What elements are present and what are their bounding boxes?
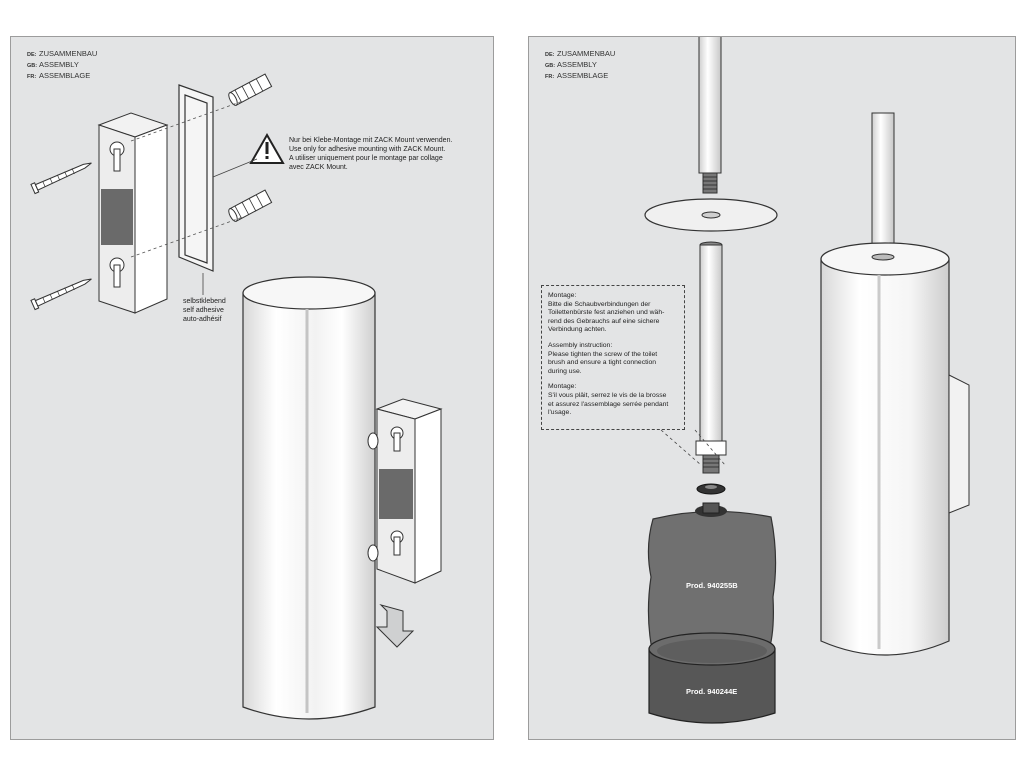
nut (696, 483, 726, 495)
title-de: DE:ZUSAMMENBAU (545, 49, 616, 58)
lower-handle-rod (695, 241, 727, 474)
title-fr: FR:ASSEMBLAGE (27, 71, 91, 80)
down-arrow-icon (375, 604, 415, 648)
holder-product-label: Prod. 940244E (686, 687, 738, 696)
keyhole-slot-top (109, 141, 125, 172)
wall-dowel-bottom (228, 189, 273, 222)
lid-disc (644, 198, 778, 232)
left-assembly-page: DE:ZUSAMMENBAU GB:ASSEMBLY FR:ASSEMBLAGE (10, 36, 494, 740)
instruction-gb: Assembly instruction:Please tighten the … (548, 341, 658, 375)
warning-icon (212, 132, 285, 178)
screw-bottom (30, 278, 92, 311)
keyhole-slot-bottom (109, 257, 125, 288)
upper-handle-rod (698, 37, 722, 194)
brush-head-product-label: Prod. 940255B (686, 581, 738, 590)
screw-top (30, 162, 92, 195)
right-illustration (644, 37, 970, 724)
assembly-instruction-box: Montage:Bitte die Schaubverbindungen der… (541, 285, 685, 430)
title-block: DE:ZUSAMMENBAU GB:ASSEMBLY FR:ASSEMBLAGE (545, 49, 615, 82)
title-de: DE:ZUSAMMENBAU (27, 49, 98, 58)
wall-bracket (97, 112, 169, 314)
instruction-fr: Montage:S'il vous plâit, serrez le vis d… (548, 383, 669, 417)
instruction-de: Montage:Bitte die Schaubverbindungen der… (548, 292, 665, 334)
title-block: DE:ZUSAMMENBAU GB:ASSEMBLY FR:ASSEMBLAGE (27, 49, 97, 82)
title-fr: FR:ASSEMBLAGE (545, 71, 609, 80)
mounted-bracket (367, 398, 443, 584)
wall-dowel-top (228, 73, 273, 106)
adhesive-warning-note: Nur bei Klebe-Montage mit ZACK Mount ver… (289, 137, 453, 171)
title-gb: GB:ASSEMBLY (545, 60, 597, 69)
right-assembly-page: DE:ZUSAMMENBAU GB:ASSEMBLY FR:ASSEMBLAGE (528, 36, 1016, 740)
adhesive-pad-label: selbstklebend self adhesive auto-adhésif (183, 298, 226, 323)
brush-holder-cup (648, 632, 776, 724)
adhesive-pad (178, 84, 214, 272)
holder-cylinder (242, 276, 376, 720)
title-gb: GB:ASSEMBLY (27, 60, 79, 69)
assembled-toilet-brush (820, 112, 970, 656)
left-illustration (30, 73, 443, 720)
